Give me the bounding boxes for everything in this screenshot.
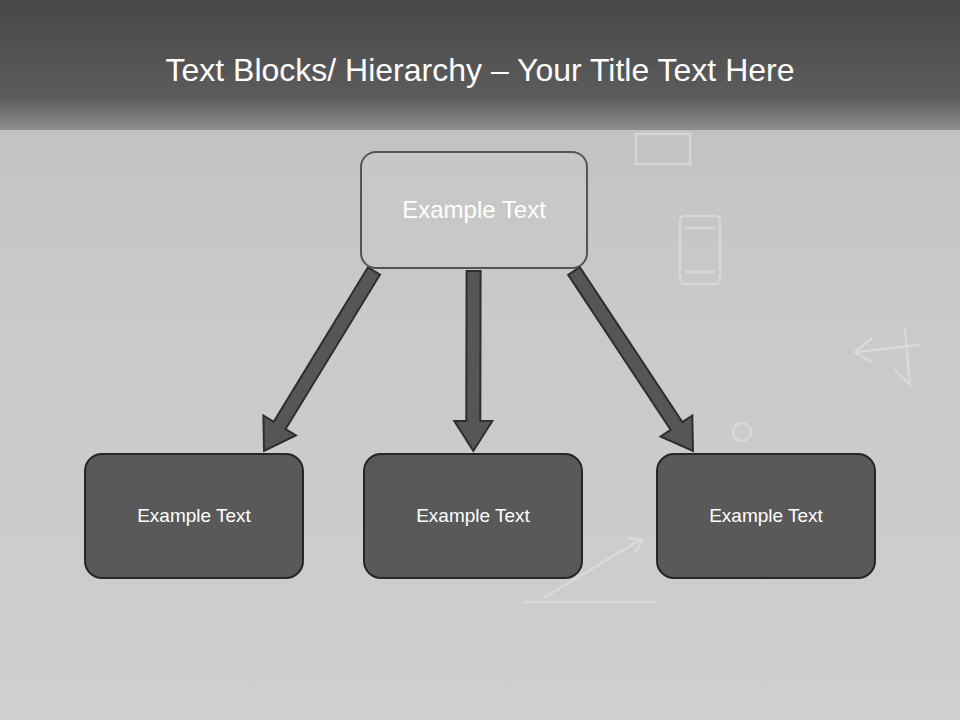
block-arrow <box>263 267 380 451</box>
child-box: Example Text <box>84 453 304 579</box>
box-label: Example Text <box>402 196 546 224</box>
child-box: Example Text <box>363 453 583 579</box>
box-label: Example Text <box>137 505 251 527</box>
header-band <box>0 0 960 130</box>
box-label: Example Text <box>416 505 530 527</box>
box-label: Example Text <box>709 505 823 527</box>
block-arrow <box>454 271 492 451</box>
block-arrow <box>568 267 693 451</box>
child-box: Example Text <box>656 453 876 579</box>
parent-box: Example Text <box>360 151 588 269</box>
slide-title: Text Blocks/ Hierarchy – Your Title Text… <box>20 52 940 89</box>
